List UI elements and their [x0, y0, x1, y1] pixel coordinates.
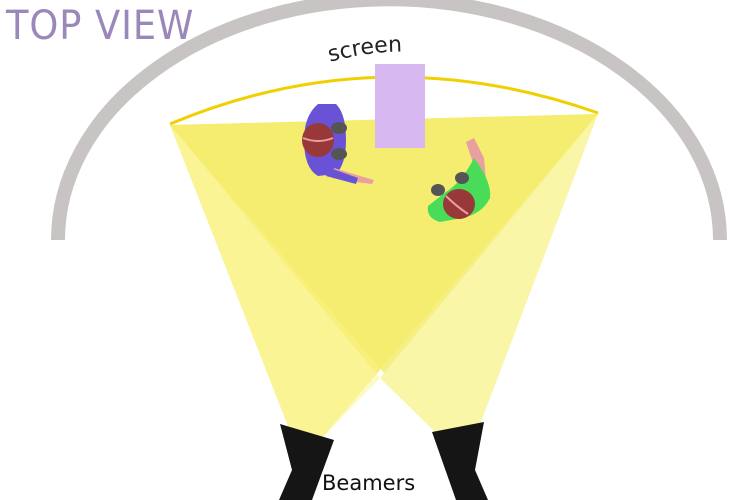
screen-label: screen — [325, 32, 402, 67]
page-title: TOP VIEW — [6, 3, 195, 49]
left-beam-outer — [170, 125, 380, 438]
right-beam-outer — [380, 114, 598, 432]
screen-arc — [51, 0, 727, 241]
beamer-right — [432, 422, 488, 500]
person-left — [302, 104, 374, 184]
person-right — [427, 138, 491, 222]
beamers-label: Beamers — [322, 471, 416, 495]
beamer-left — [279, 424, 334, 500]
projected-rectangle — [375, 64, 425, 148]
